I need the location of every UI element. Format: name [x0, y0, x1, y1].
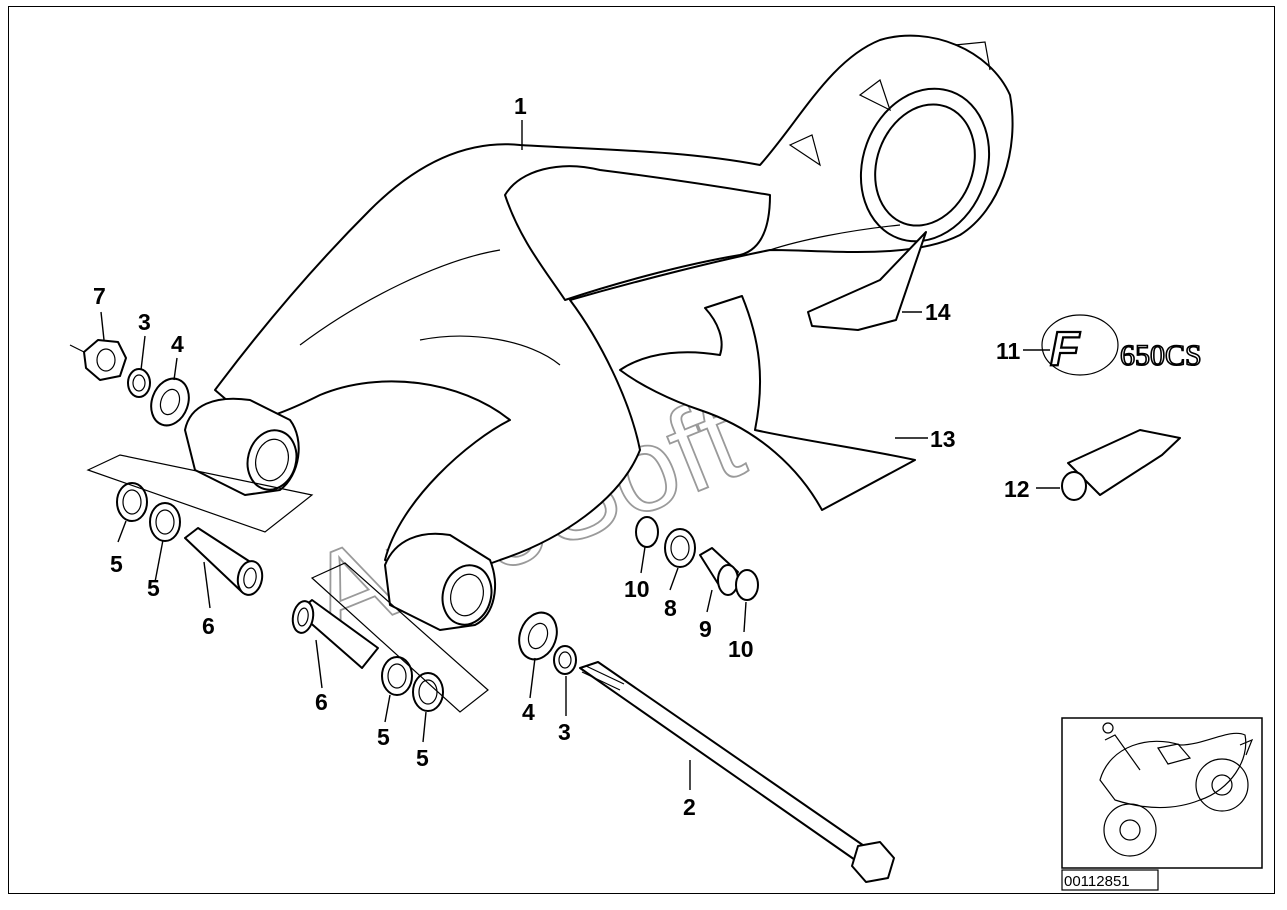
left-pivot-boss: [184, 397, 300, 496]
bearing-group-right: [310, 562, 489, 713]
callout-1: 1: [514, 93, 527, 119]
leader-lines: [100, 120, 1060, 790]
decal-small: [807, 231, 927, 331]
washer-right: [553, 645, 577, 675]
decal-stripe: [619, 295, 916, 511]
callout-10-a: 10: [624, 576, 650, 602]
needle-bearing-5: [664, 528, 696, 568]
callout-6-right: 6: [315, 689, 328, 715]
callout-3-left: 3: [138, 309, 151, 335]
callout-5-c: 5: [377, 724, 390, 750]
callout-10-b: 10: [728, 636, 754, 662]
bearing-sleeve-right: [291, 599, 379, 669]
hex-nut: [69, 339, 127, 381]
bearing-sleeve-left: [184, 527, 264, 596]
washer-left: [127, 368, 151, 398]
callouts: 1 2 3 3 4 4 5 5 5 5 6 6 7 8 9 10 10 11 1…: [93, 93, 1030, 820]
logo-sub: 650CS: [1120, 339, 1202, 372]
circlip-2: [735, 569, 759, 601]
callout-12: 12: [1004, 476, 1030, 502]
bearing-group-left: [86, 454, 314, 533]
callout-4-right: 4: [522, 699, 535, 725]
reference-number: 00112851: [1064, 873, 1130, 890]
spacer-sleeve: [699, 547, 739, 596]
callout-4-left: 4: [171, 331, 184, 357]
swing-arm: [184, 34, 1014, 631]
callout-5-b: 5: [147, 575, 160, 601]
thrust-washer-right: [518, 611, 558, 661]
callout-13: 13: [930, 426, 956, 452]
circlip-1: [635, 516, 659, 548]
callout-5-a: 5: [110, 551, 123, 577]
callout-11: 11: [996, 338, 1021, 364]
needle-bearing-4: [412, 672, 444, 712]
callout-8: 8: [664, 595, 677, 621]
reference-number-box: 00112851: [1061, 869, 1159, 891]
callout-3-right: 3: [558, 719, 571, 745]
callout-2: 2: [683, 794, 696, 820]
callout-5-d: 5: [416, 745, 429, 771]
needle-bearing-2: [149, 502, 181, 542]
needle-bearing-3: [381, 656, 413, 696]
callout-14: 14: [925, 299, 951, 325]
diagram-frame: [8, 6, 1275, 894]
decal-logo: F 650CS: [1041, 314, 1203, 377]
callout-9: 9: [699, 616, 712, 642]
needle-bearing-1: [116, 482, 148, 522]
callout-7: 7: [93, 283, 106, 309]
thrust-washer-left: [150, 377, 190, 427]
right-pivot-boss: [384, 532, 496, 631]
motorcycle-icon: [1099, 722, 1254, 857]
motorcycle-inset: [1061, 717, 1263, 869]
grease-tube: [1061, 429, 1181, 501]
logo-main: F: [1050, 323, 1081, 376]
callout-6-left: 6: [202, 613, 215, 639]
axle-bolt: [579, 661, 895, 883]
